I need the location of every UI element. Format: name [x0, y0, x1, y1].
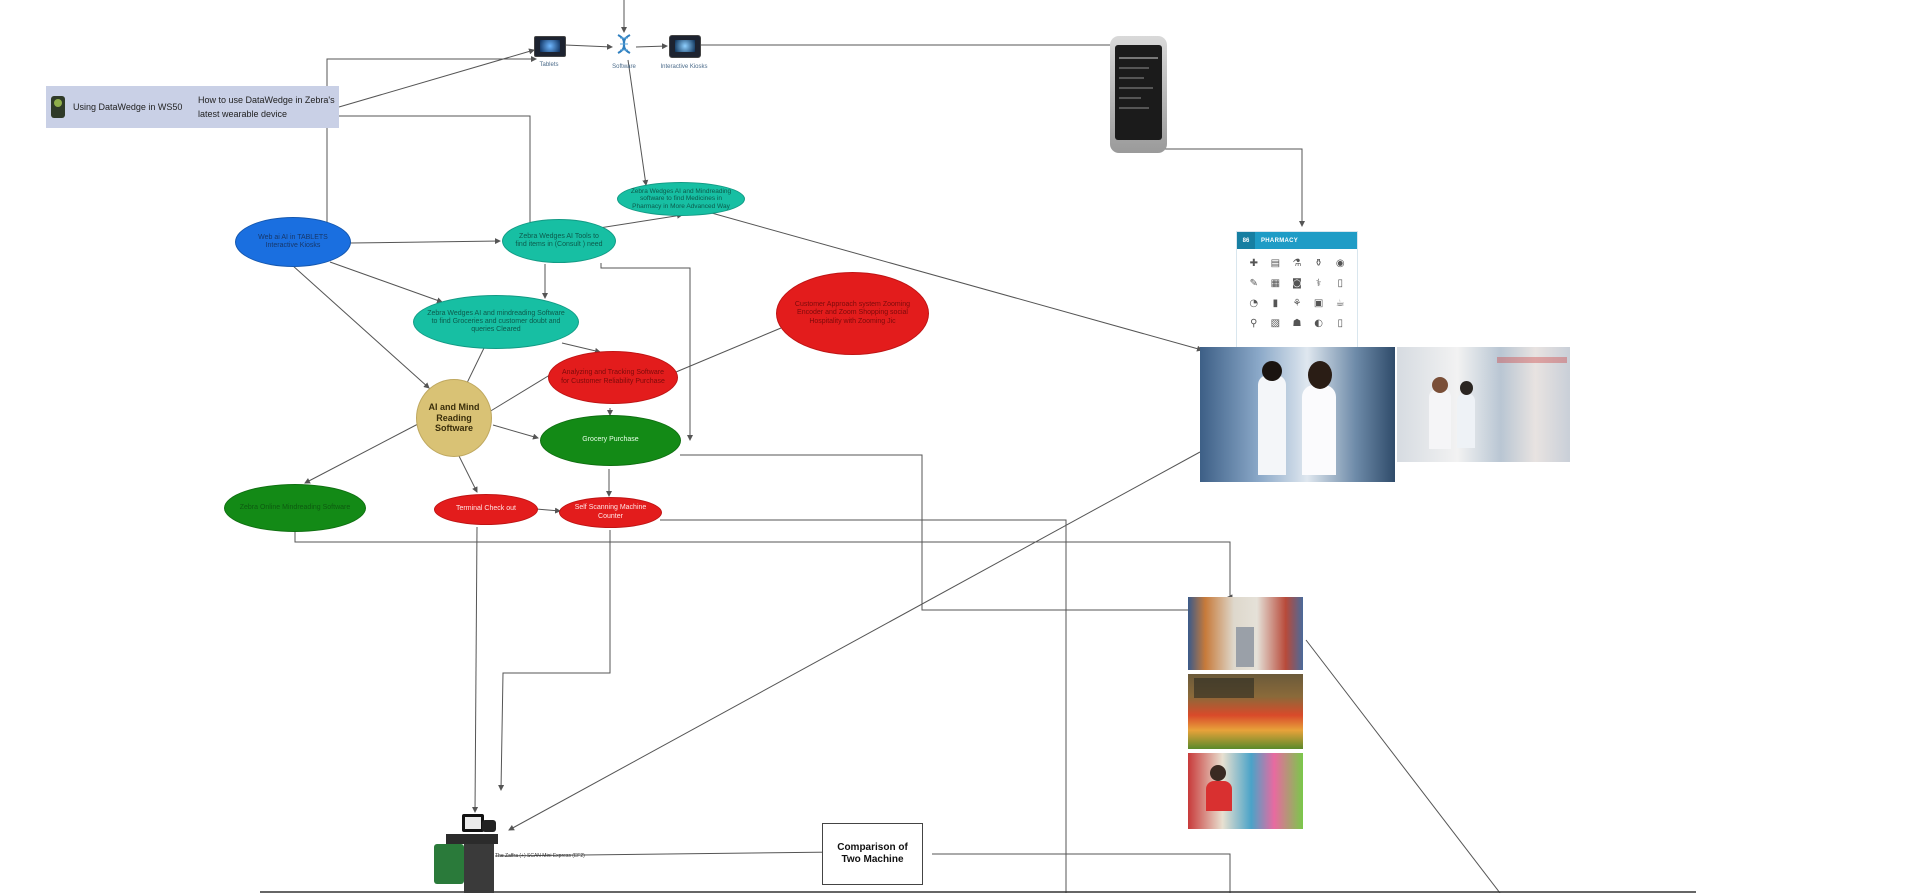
pharmacy-cup-icon: ▯	[1337, 318, 1343, 329]
pharmacy-camera-icon: ◙	[1292, 278, 1302, 289]
connector	[660, 519, 1067, 893]
connector	[707, 211, 1203, 352]
zebra-mobile-device-image	[1110, 36, 1167, 153]
connector	[492, 424, 539, 440]
connector	[329, 261, 443, 304]
pharmacy-capsule-icon: ◐	[1314, 318, 1323, 329]
ai-tablets-node[interactable]: Web ai AI in TABLETS Interactive Kiosks	[235, 217, 351, 267]
connector	[635, 43, 668, 50]
pharmacy-shelf-photo	[1397, 347, 1570, 462]
pharmacy-card-number: 86	[1237, 232, 1255, 249]
pharmacy-doctor-icon: ☗	[1292, 318, 1302, 329]
customer-approach-node[interactable]: Customer Approach system Zooming Encoder…	[776, 272, 929, 355]
software-label: Software	[612, 64, 636, 70]
pharmacy-stethoscope-icon: ⚕	[1315, 278, 1322, 289]
terminal-checkout-node[interactable]: Terminal Check out	[434, 494, 538, 525]
pharmacy-tablets-icon: ▦	[1270, 278, 1281, 289]
pharmacy-vial-icon: ▯	[1337, 278, 1343, 289]
pharmacy-prescription-icon: ▤	[1270, 258, 1281, 269]
software-dna-icon	[617, 34, 631, 54]
fruit-vegetable-photo	[1188, 674, 1303, 749]
grocery-purchase-node[interactable]: Grocery Purchase	[540, 415, 681, 466]
tablet-device-icon	[534, 36, 566, 57]
connector	[456, 451, 478, 493]
pharmacy-location-icon: ⚲	[1250, 318, 1258, 329]
connector	[508, 451, 1201, 831]
self-scanning-node[interactable]: Self Scanning Machine Counter	[559, 497, 662, 528]
self-checkout-kiosk-image	[432, 812, 512, 893]
pharmacy-hand-icon: ◔	[1249, 298, 1259, 309]
connector	[535, 507, 561, 514]
online-mindreading-node[interactable]: Zebra Online Mindreading Software	[224, 484, 366, 532]
connector	[465, 347, 485, 386]
datawedge-banner[interactable]: Using DataWedge in WS50 How to use DataW…	[46, 86, 339, 128]
pharmacy-document-icon: ▧	[1270, 318, 1281, 329]
connector	[932, 853, 1231, 893]
pharmacy-store-icon: ▣	[1313, 298, 1324, 309]
groceries-ai-node[interactable]: Zebra Wedges AI and mindreading Software…	[413, 295, 579, 349]
connector	[349, 238, 501, 245]
connector	[494, 849, 841, 857]
connector	[294, 530, 1233, 601]
connector	[237, 115, 533, 231]
connector	[326, 56, 537, 230]
pharmacy-mortar-icon: ☕	[1335, 298, 1345, 309]
connector	[498, 530, 611, 791]
datawedge-title: Using DataWedge in WS50	[73, 102, 183, 112]
pharmacy-card-title: PHARMACY	[1261, 237, 1299, 244]
connector	[1305, 639, 1501, 893]
ai-mind-reading-node[interactable]: AI and Mind Reading Software	[416, 379, 492, 457]
shopper-cart-photo	[1188, 753, 1303, 829]
ai-tools-items-node[interactable]: Zebra Wedges AI Tools to find items in (…	[502, 219, 616, 263]
connector	[488, 369, 559, 413]
connector	[680, 454, 1230, 611]
pharmacy-building-icon: ▮	[1272, 298, 1279, 309]
supermarket-aisle-photo	[1188, 597, 1303, 670]
pharmacy-syringe-icon: ✎	[1249, 278, 1258, 289]
connector	[561, 342, 601, 354]
kiosks-label: Interactive Kiosks	[660, 64, 708, 70]
connector	[472, 526, 479, 813]
connector	[338, 48, 535, 108]
connector	[304, 423, 419, 484]
tablets-label: Tablets	[539, 62, 559, 68]
pharmacy-pill-icon: ◉	[1335, 258, 1345, 269]
connector	[1162, 148, 1305, 227]
pharmacy-flask-icon: ⚗	[1292, 258, 1302, 269]
datawedge-description: How to use DataWedge in Zebra's latest w…	[198, 94, 335, 119]
analyzing-tracking-node[interactable]: Analyzing and Tracking Software for Cust…	[548, 351, 678, 404]
pharmacist-photo	[1200, 347, 1395, 482]
connector	[675, 327, 782, 373]
pharmacy-icon-card: 86 PHARMACY ✚ ▤ ⚗ ⚱ ◉ ✎ ▦ ◙ ⚕ ▯ ◔ ▮ ⚘ ▣ …	[1236, 231, 1358, 351]
comparison-box[interactable]: Comparison of Two Machine	[822, 823, 923, 885]
datawedge-icon	[51, 96, 65, 118]
connector	[600, 263, 693, 441]
pharmacy-ai-node[interactable]: Zebra Wedges AI and Mindreading software…	[617, 182, 745, 216]
connector	[564, 43, 613, 50]
kiosk-caption: The Zaffra (+) SCAN Mini Express (EF2)	[495, 853, 585, 859]
pharmacy-herb-icon: ⚘	[1292, 298, 1302, 309]
connector	[627, 59, 649, 186]
pharmacy-cross-icon: ✚	[1249, 258, 1258, 269]
pharmacy-bottle-icon: ⚱	[1314, 258, 1323, 269]
connector	[291, 264, 430, 389]
kiosk-device-icon	[669, 35, 701, 58]
